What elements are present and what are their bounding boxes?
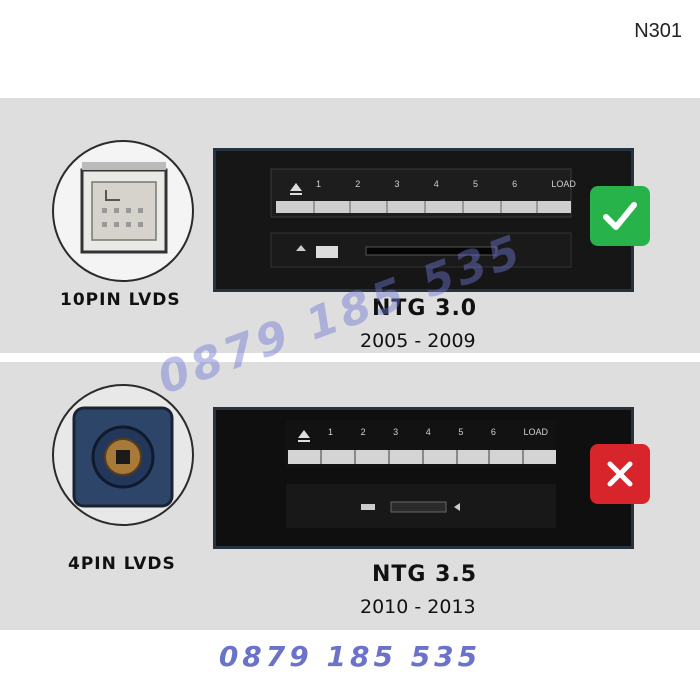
ntg30-button-labels: 1 2 3 4 5 6 LOAD [316, 179, 576, 189]
connector-label-10pin: 10PIN LVDS [60, 290, 181, 310]
preset-2: 2 [360, 427, 366, 437]
years-ntg30: 2005 - 2009 [360, 330, 476, 352]
preset-3: 3 [394, 179, 400, 189]
preset-5: 5 [472, 179, 478, 189]
connector-label-4pin: 4PIN LVDS [68, 554, 176, 574]
ntg35-panel: 4PIN LVDS 1 2 3 4 5 6 LOAD NTG 3.5 [0, 362, 700, 630]
checkmark-icon [603, 202, 637, 230]
model-title-ntg35: NTG 3.5 [372, 562, 478, 587]
preset-4: 4 [433, 179, 439, 189]
x-icon [607, 461, 633, 487]
preset-6: 6 [512, 179, 518, 189]
load-label: LOAD [523, 427, 548, 437]
ntg30-panel: 10PIN LVDS 1 2 3 4 5 6 LOAD NTG 3. [0, 98, 700, 353]
preset-4: 4 [425, 427, 431, 437]
load-label: LOAD [551, 179, 576, 189]
incompatible-badge [590, 444, 650, 504]
ntg30-head-unit-photo: 1 2 3 4 5 6 LOAD [213, 148, 634, 292]
ntg35-button-labels: 1 2 3 4 5 6 LOAD [328, 427, 548, 437]
years-ntg35: 2010 - 2013 [360, 596, 476, 618]
ntg35-head-unit-photo: 1 2 3 4 5 6 LOAD [213, 407, 634, 549]
4pin-connector-image [52, 384, 194, 526]
product-code: N301 [634, 20, 682, 42]
preset-6: 6 [490, 427, 496, 437]
10pin-connector-image [52, 140, 194, 282]
footer-phone-number: 0879 185 535 [218, 640, 482, 673]
preset-1: 1 [328, 427, 334, 437]
preset-2: 2 [355, 179, 361, 189]
model-title-ntg30: NTG 3.0 [372, 296, 478, 321]
compatible-badge [590, 186, 650, 246]
preset-3: 3 [393, 427, 399, 437]
preset-1: 1 [316, 179, 322, 189]
preset-5: 5 [458, 427, 464, 437]
